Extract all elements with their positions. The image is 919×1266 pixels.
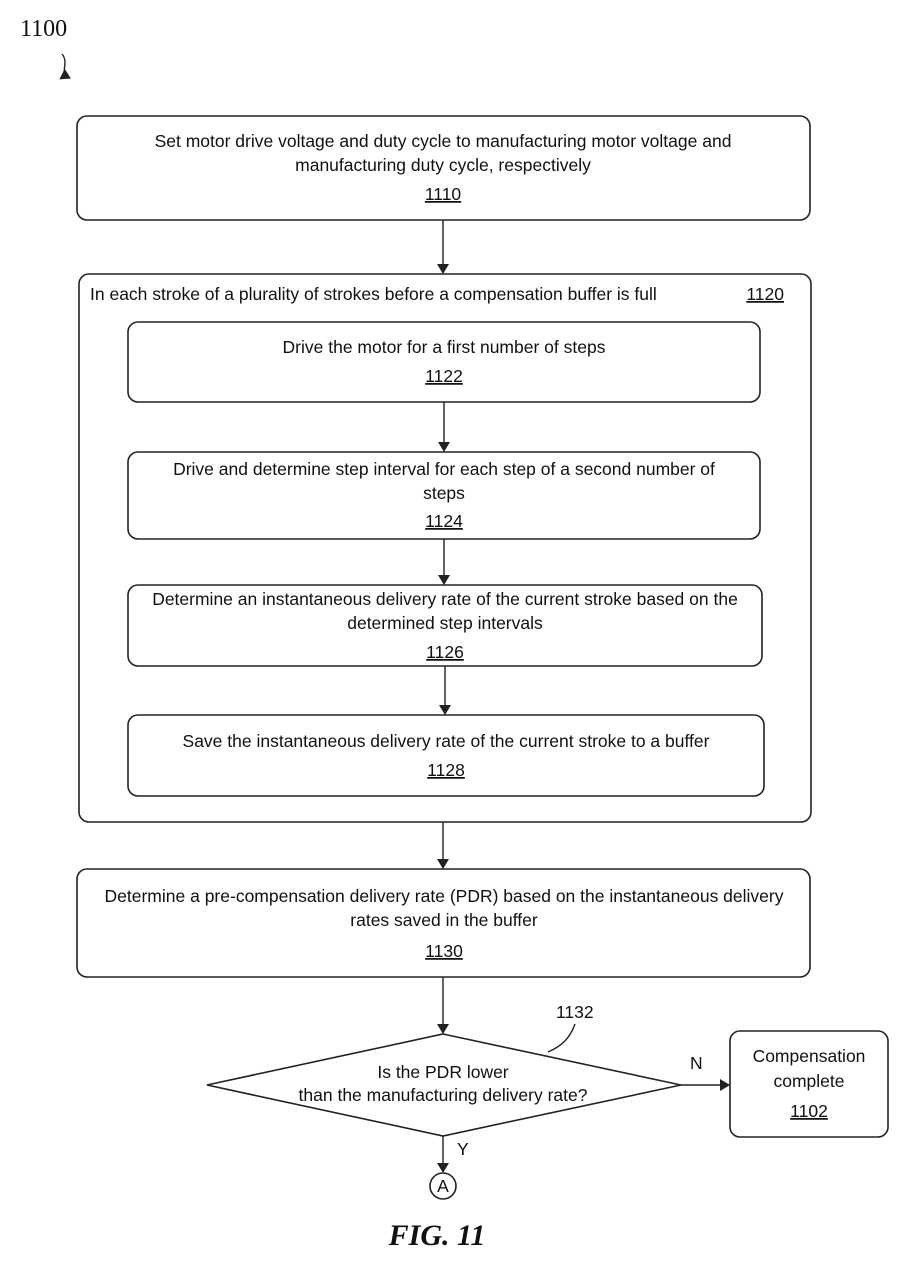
step-1110-ref: 1110 [425, 184, 462, 204]
step-1130: Determine a pre-compensation delivery ra… [77, 869, 810, 977]
decision-yes-label: Y [457, 1139, 469, 1159]
step-1130-line-2: rates saved in the buffer [350, 910, 538, 930]
decision-1132-ref-leader [548, 1024, 575, 1052]
step-1128: Save the instantaneous delivery rate of … [128, 715, 764, 796]
step-1122-ref: 1122 [425, 366, 463, 386]
step-1130-ref: 1130 [425, 941, 463, 961]
figure-ref-leader [62, 54, 70, 78]
step-1128-box [128, 715, 764, 796]
end-1102: Compensation complete 1102 [730, 1031, 888, 1137]
end-1102-ref: 1102 [790, 1101, 828, 1121]
step-1124-ref: 1124 [425, 511, 463, 531]
step-1120-title: In each stroke of a plurality of strokes… [90, 284, 657, 304]
step-1122: Drive the motor for a first number of st… [128, 322, 760, 402]
step-1126-line-1: Determine an instantaneous delivery rate… [152, 589, 738, 609]
step-1110-line-1: Set motor drive voltage and duty cycle t… [155, 131, 732, 151]
step-1122-line-1: Drive the motor for a first number of st… [283, 337, 606, 357]
step-1126-line-2: determined step intervals [347, 613, 543, 633]
step-1126: Determine an instantaneous delivery rate… [128, 585, 762, 666]
step-1120-ref: 1120 [746, 284, 784, 304]
decision-1132-line-2: than the manufacturing delivery rate? [299, 1085, 588, 1105]
figure-caption: FIG. 11 [388, 1219, 486, 1252]
figure-ref-number: 1100 [20, 16, 67, 42]
end-1102-line-2: complete [773, 1071, 844, 1091]
step-1124-line-1: Drive and determine step interval for ea… [173, 459, 715, 479]
step-1128-ref: 1128 [427, 760, 465, 780]
step-1130-line-1: Determine a pre-compensation delivery ra… [105, 886, 784, 906]
connector-a: A [430, 1173, 456, 1199]
step-1126-ref: 1126 [426, 642, 464, 662]
decision-1132-ref: 1132 [556, 1002, 594, 1022]
decision-no-label: N [690, 1053, 703, 1073]
step-1128-line-1: Save the instantaneous delivery rate of … [183, 731, 710, 751]
end-1102-line-1: Compensation [753, 1046, 866, 1066]
step-1110-line-2: manufacturing duty cycle, respectively [295, 155, 591, 175]
step-1110: Set motor drive voltage and duty cycle t… [77, 116, 810, 220]
decision-1132: Is the PDR lower than the manufacturing … [207, 1002, 681, 1136]
decision-1132-line-1: Is the PDR lower [377, 1062, 508, 1082]
connector-a-label: A [437, 1176, 449, 1196]
step-1124-line-2: steps [423, 483, 465, 503]
step-1122-box [128, 322, 760, 402]
step-1124: Drive and determine step interval for ea… [128, 452, 760, 539]
